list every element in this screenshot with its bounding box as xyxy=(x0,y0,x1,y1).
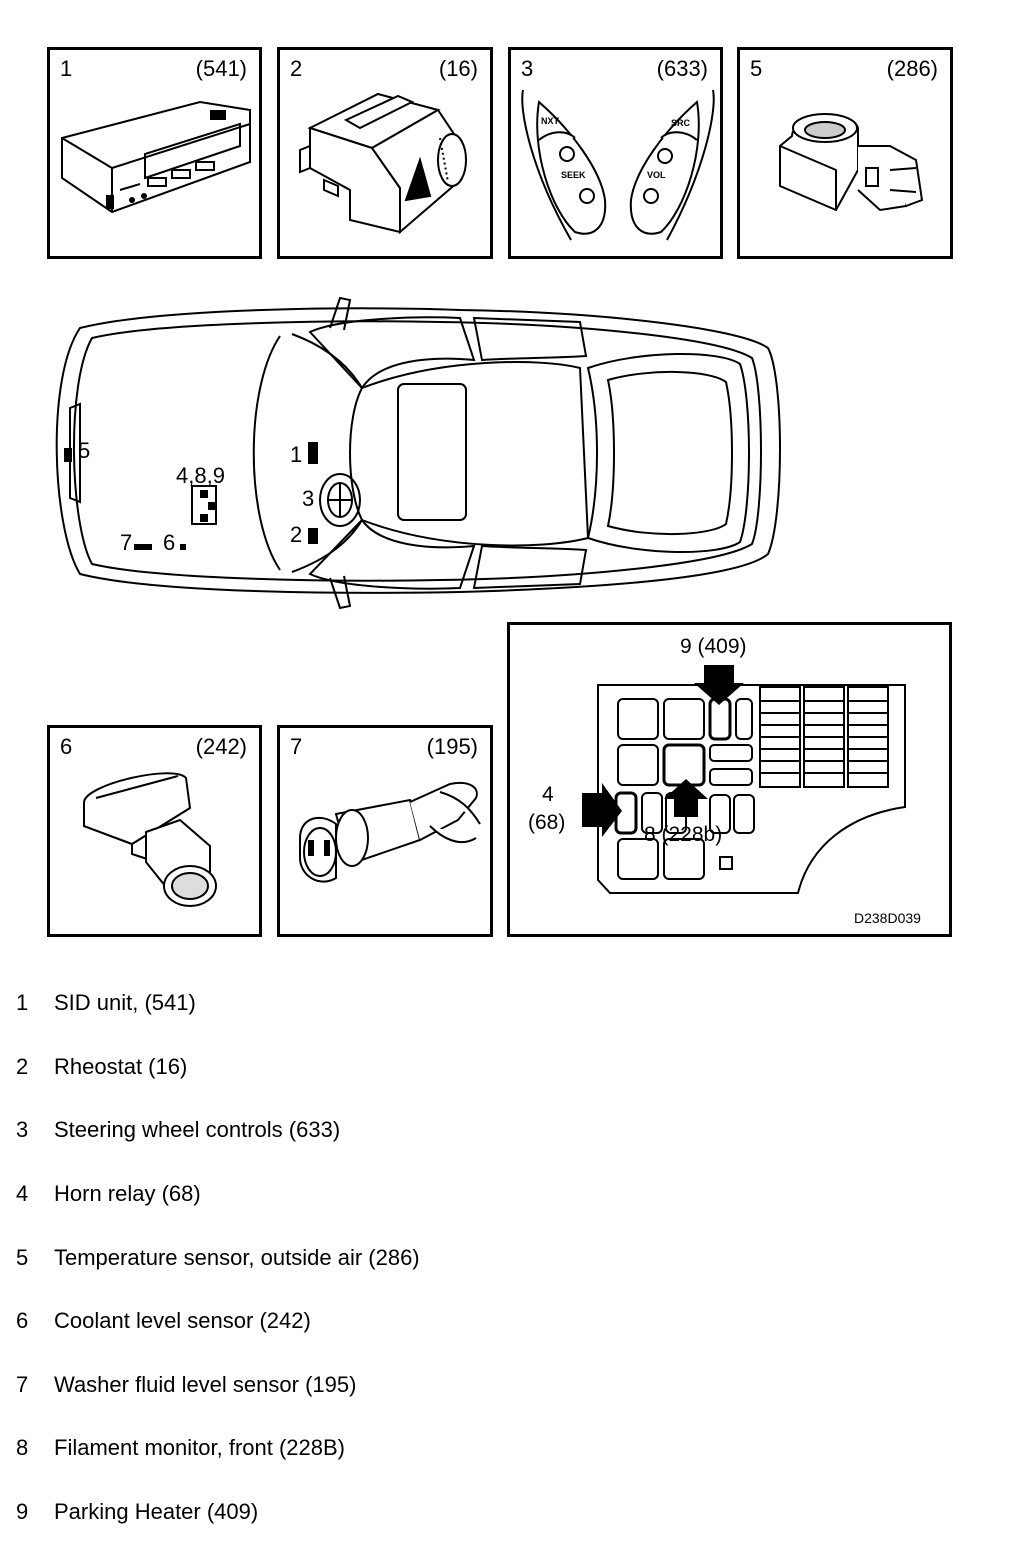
washer-sensor-drawing xyxy=(299,782,481,883)
legend-number: 4 xyxy=(16,1181,29,1206)
coolant-sensor-drawing xyxy=(83,772,217,907)
panel-steering-controls: 3 (633) NXT SEEK SRC VOL xyxy=(508,47,723,259)
fuse-box-drawing: 9 (409) 4 (68) 8 (228b) D238D039 xyxy=(528,635,921,926)
legend-number: 1 xyxy=(16,990,29,1015)
car-top-view xyxy=(55,296,781,610)
car-label-3: 3 xyxy=(302,486,315,511)
legend-text: Steering wheel controls (633) xyxy=(54,1117,341,1142)
panel-code: (286) xyxy=(886,56,938,81)
legend-number: 6 xyxy=(16,1308,29,1333)
legend-number: 2 xyxy=(16,1054,29,1079)
panel-code: (633) xyxy=(656,56,708,81)
panel-number: 3 xyxy=(521,56,534,81)
figure-id: D238D039 xyxy=(854,910,921,926)
car-label-7: 7 xyxy=(120,530,133,555)
legend-text: SID unit, (541) xyxy=(54,990,196,1015)
panel-sid-unit: 1 (541) xyxy=(47,47,262,259)
legend-text: Filament monitor, front (228B) xyxy=(54,1435,346,1460)
car-label-5: 5 xyxy=(78,438,91,463)
car-label-2: 2 xyxy=(290,522,303,547)
fuse-label-9: 9 (409) xyxy=(680,635,747,658)
panel-number: 6 xyxy=(60,734,73,759)
panel-temperature-sensor: 5 (286) xyxy=(737,47,953,259)
legend-text: Parking Heater (409) xyxy=(54,1499,259,1524)
panel-fuse-box: 9 (409) 4 (68) 8 (228b) D238D039 xyxy=(507,622,952,937)
legend-text: Horn relay (68) xyxy=(54,1181,201,1206)
steering-controls-drawing: NXT SEEK SRC VOL xyxy=(521,89,715,241)
legend-text: Coolant level sensor (242) xyxy=(54,1308,311,1333)
panel-code: (16) xyxy=(438,56,478,81)
car-label-4-8-9: 4,8,9 xyxy=(176,463,225,488)
panel-number: 5 xyxy=(750,56,763,81)
car-label-6: 6 xyxy=(163,530,176,555)
panel-number: 7 xyxy=(290,734,303,759)
seek-button-label: SEEK xyxy=(561,170,586,180)
fuse-label-4-code: (68) xyxy=(528,811,565,834)
legend-text: Rheostat (16) xyxy=(54,1054,188,1079)
vol-button-label: VOL xyxy=(647,170,666,180)
rheostat-drawing xyxy=(299,92,467,235)
car-label-1: 1 xyxy=(290,442,303,467)
temperature-sensor-drawing xyxy=(779,113,924,212)
panel-coolant-sensor: 6 (242) xyxy=(47,725,262,937)
legend-number: 8 xyxy=(16,1435,29,1460)
panel-number: 2 xyxy=(290,56,303,81)
legend-number: 7 xyxy=(16,1372,29,1397)
panel-code: (195) xyxy=(426,734,478,759)
panel-code: (541) xyxy=(195,56,247,81)
legend-number: 9 xyxy=(16,1499,29,1524)
legend-text: Temperature sensor, outside air (286) xyxy=(54,1245,420,1270)
panel-code: (242) xyxy=(195,734,247,759)
legend-text: Washer fluid level sensor (195) xyxy=(54,1372,357,1397)
panel-rheostat: 2 (16) xyxy=(277,47,493,259)
sid-unit-drawing xyxy=(61,100,251,214)
nxt-button-label: NXT xyxy=(541,116,560,126)
src-button-label: SRC xyxy=(671,118,691,128)
fuse-label-4: 4 xyxy=(542,783,554,806)
legend-number: 3 xyxy=(16,1117,29,1142)
fuse-label-8: 8 (228b) xyxy=(644,823,722,846)
panel-washer-sensor: 7 (195) xyxy=(277,725,493,937)
legend-number: 5 xyxy=(16,1245,29,1270)
panel-number: 1 xyxy=(60,56,73,81)
